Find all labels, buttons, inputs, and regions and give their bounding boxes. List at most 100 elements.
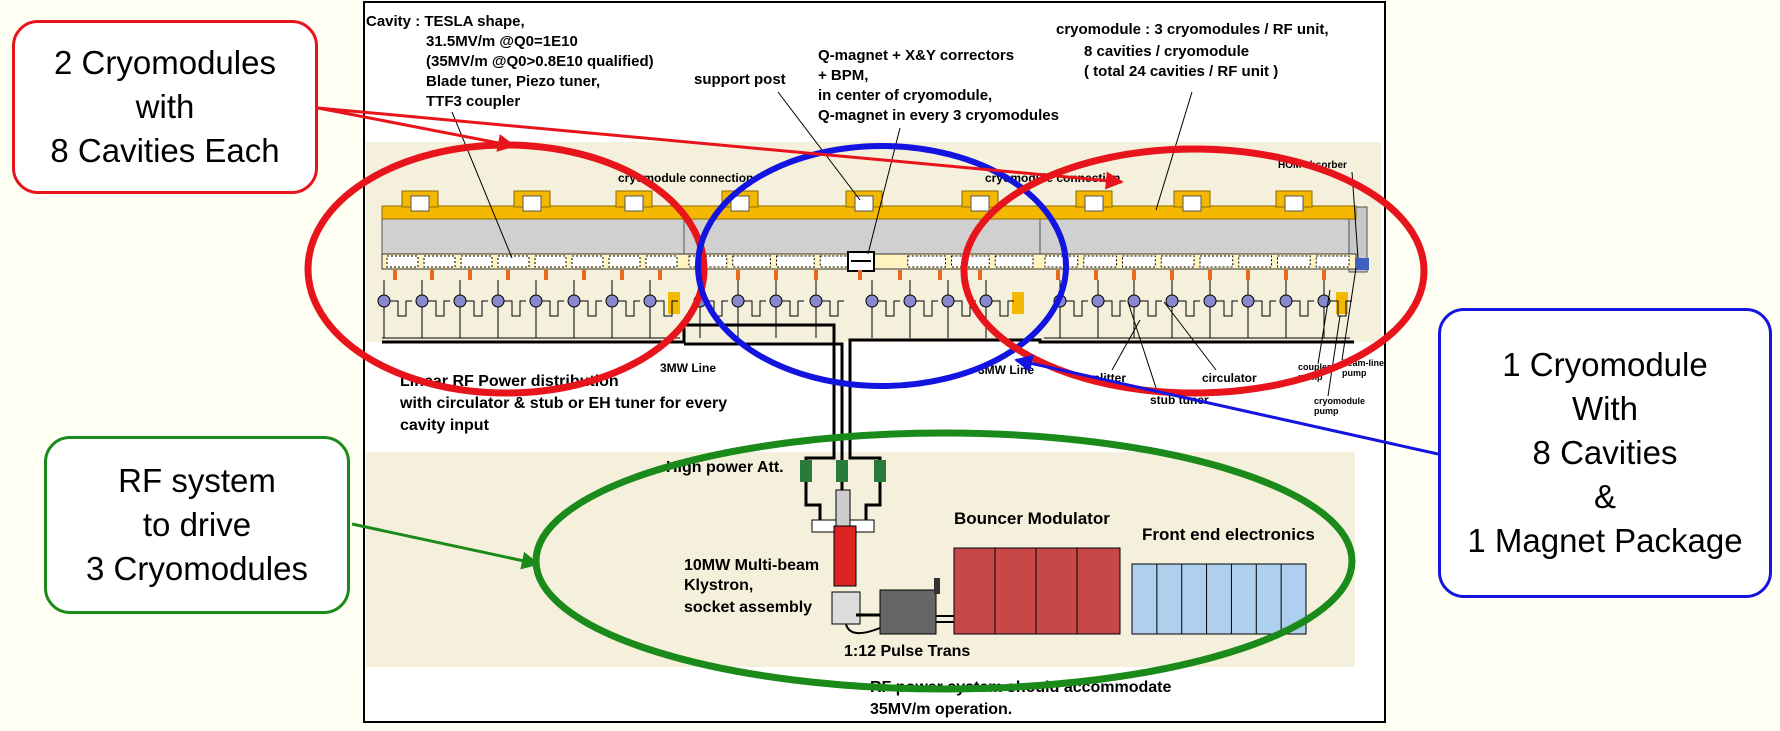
klystron-window — [835, 489, 851, 527]
support-post-window — [1182, 195, 1202, 212]
line-3mw-left: 3MW Line — [660, 361, 716, 375]
stub-tuner — [580, 300, 602, 317]
cavity — [819, 255, 859, 268]
stub-tuner — [504, 300, 526, 317]
high-power-att-label: High power Att. — [666, 459, 784, 476]
cavity — [1199, 255, 1234, 268]
klystron-label: 10MW Multi-beam Klystron, socket assembl… — [684, 557, 819, 616]
circulator — [865, 294, 879, 308]
attenuator-2 — [836, 460, 848, 482]
stub-tuner — [542, 300, 564, 317]
support-post-window — [1084, 195, 1104, 212]
coupler — [1132, 270, 1136, 280]
cryomodule-pump-2 — [1012, 292, 1024, 314]
callout-line: 2 Cryomodules — [54, 44, 276, 81]
callout-line: & — [1593, 478, 1616, 515]
circulator — [903, 294, 917, 308]
arrow-to-right-cryomodules — [317, 106, 1124, 190]
pump-pointer-1 — [1317, 289, 1331, 365]
cryomodule-pump-3 — [1336, 292, 1348, 314]
circulator — [491, 294, 505, 308]
support-post-window — [1284, 195, 1304, 212]
circulator — [941, 294, 955, 308]
coupler — [938, 270, 942, 280]
callout-line: to drive — [142, 506, 252, 543]
stub-tuner — [1216, 300, 1238, 317]
klystron-socket — [831, 591, 861, 625]
qmagnet-text-line: in center of cryomodule, — [818, 87, 992, 104]
coupler — [393, 270, 397, 280]
beam-pipe-end — [1355, 258, 1369, 270]
coupler — [1170, 270, 1174, 280]
circulator — [643, 294, 657, 308]
arrow-to-center-cryomodule — [1014, 354, 1439, 456]
circulator — [1279, 294, 1293, 308]
callout-line: 3 Cryomodules — [86, 550, 308, 587]
stub-tuner — [466, 300, 488, 317]
bouncer-modulator-label: Bouncer Modulator — [954, 509, 1110, 528]
circulator — [377, 294, 391, 308]
cavity — [1315, 255, 1350, 268]
stub-tuner — [992, 300, 1014, 317]
cryomodule-text-line: ( total 24 cavities / RF unit ) — [1084, 63, 1278, 80]
cavity-label: Cavity : TESLA shape, 31.5MV/m @Q0=1E10 … — [366, 13, 654, 110]
circulator — [415, 294, 429, 308]
callout-line: With — [1572, 390, 1638, 427]
cavity-text-line: (35MV/m @Q0>0.8E10 qualified) — [426, 53, 654, 70]
circulator-pointer — [1163, 301, 1217, 371]
klystron-text-line: Klystron, — [684, 577, 753, 594]
front-end-electronics — [1131, 563, 1307, 635]
pump-pointer-2 — [1341, 267, 1357, 361]
circulator — [567, 294, 581, 308]
coupler — [1322, 270, 1326, 280]
cavity — [645, 255, 678, 268]
support-post-window — [730, 195, 750, 212]
pt-cable-2 — [845, 623, 881, 635]
pump-pointer-3 — [1327, 315, 1341, 397]
qmagnet-text-line: + BPM, — [818, 67, 868, 84]
klystron-text-line: socket assembly — [684, 599, 812, 616]
stub-tuner — [1254, 300, 1276, 317]
coupler — [774, 270, 778, 280]
linear-rf-text-line: cavity input — [400, 417, 490, 434]
cryomodule-ellipse-center — [695, 143, 1069, 389]
cryomodule-text-line: 8 cavities / cryomodule — [1084, 43, 1249, 60]
att-feed-left — [804, 482, 822, 520]
support-post-label: support post — [694, 71, 786, 88]
stub-tuner — [428, 300, 450, 317]
cavity — [732, 255, 771, 268]
cavity — [423, 255, 456, 268]
stub-tuner — [878, 300, 900, 317]
cryomodule-pump-label: cryomodule — [1314, 396, 1365, 406]
support-posts — [401, 190, 1313, 212]
callout-two-cryomodules: 2 Cryomodules with 8 Cavities Each — [12, 20, 318, 194]
stub-tuner — [390, 300, 412, 317]
klystron — [833, 525, 857, 587]
support-post-window — [970, 195, 990, 212]
circulator — [605, 294, 619, 308]
stub-tuner — [1178, 300, 1200, 317]
rf-line-middle — [684, 342, 844, 445]
cavity-text-line: Blade tuner, Piezo tuner, — [426, 73, 600, 90]
callout-line: 1 Cryomodule — [1502, 346, 1708, 383]
stub-tuner — [1066, 300, 1088, 317]
cavities — [386, 255, 1350, 268]
cavity — [688, 255, 728, 268]
cryomodule-pump-label: pump — [1314, 406, 1339, 416]
callout-line: 1 Magnet Package — [1467, 522, 1743, 559]
circulator — [1165, 294, 1179, 308]
coupler — [736, 270, 740, 280]
cryomodule-body-1 — [381, 217, 685, 255]
linear-rf-text-line: with circulator & stub or EH tuner for e… — [399, 395, 727, 412]
stub-tuner — [1292, 300, 1314, 317]
beamline-pump-label: pump — [1342, 368, 1367, 378]
stub-tuner-label: stub tuner — [1150, 393, 1209, 407]
cryomodule-text-line: cryomodule : 3 cryomodules / RF unit, — [1056, 21, 1329, 38]
cavity — [497, 255, 530, 268]
cavity — [1160, 255, 1195, 268]
callout-line: 8 Cavities — [1532, 434, 1678, 471]
circulator — [809, 294, 823, 308]
stub-tuner — [1104, 300, 1126, 317]
cavity — [460, 255, 493, 268]
